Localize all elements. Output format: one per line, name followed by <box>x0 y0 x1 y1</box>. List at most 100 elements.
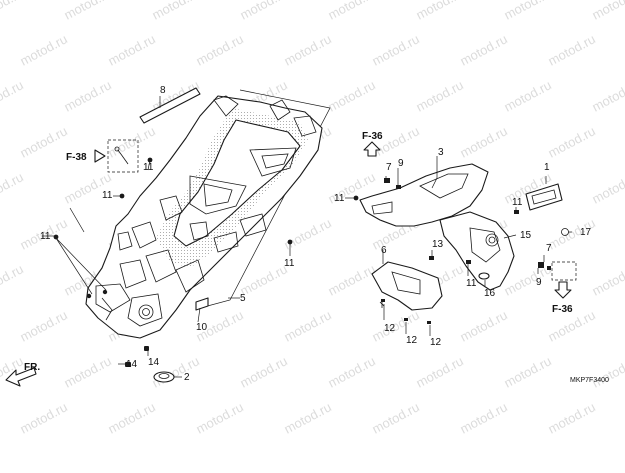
callout-4: 11 <box>284 258 295 269</box>
bolt-hole <box>53 234 59 240</box>
nut <box>538 262 544 268</box>
watermark-text: motod.ru <box>325 261 377 298</box>
watermark-text: motod.ru <box>369 399 421 436</box>
reference-box <box>551 261 577 281</box>
bolt <box>384 178 390 183</box>
license-bracket-assembly <box>353 163 569 324</box>
callout-22: 7 <box>546 243 552 254</box>
watermark-text: motod.ru <box>589 261 625 298</box>
watermark-text: motod.ru <box>325 77 377 114</box>
callout-21: 17 <box>580 227 592 238</box>
front-arrow-icon <box>5 367 37 387</box>
bolt-hole <box>102 289 108 295</box>
callout-17: 16 <box>484 288 496 299</box>
callout-10: 3 <box>438 147 444 158</box>
watermark-text: motod.ru <box>369 31 421 68</box>
bracket-line <box>69 207 85 233</box>
watermark-text: motod.ru <box>413 353 465 390</box>
watermark-text: motod.ru <box>17 123 69 160</box>
watermark-text: motod.ru <box>61 169 113 206</box>
callout-6: 14 <box>148 357 160 368</box>
watermark-text: motod.ru <box>589 169 625 206</box>
watermark-text: motod.ru <box>457 307 509 344</box>
watermark-text: motod.ru <box>0 77 26 114</box>
watermark-text: motod.ru <box>281 31 333 68</box>
callout-14: 13 <box>432 239 444 250</box>
bolt-hole <box>119 193 125 199</box>
watermark-text: motod.ru <box>281 215 333 252</box>
callout-13: 7 <box>386 162 392 173</box>
callout-24: 12 <box>384 323 396 334</box>
watermark-text: motod.ru <box>237 0 289 23</box>
nut <box>514 210 519 214</box>
callout-23: 9 <box>536 277 542 288</box>
watermark-text: motod.ru <box>149 0 201 23</box>
watermark-text: motod.ru <box>0 353 26 390</box>
nut <box>547 266 551 270</box>
nut <box>396 185 401 189</box>
watermark-text: motod.ru <box>545 31 597 68</box>
leader-lines-right <box>345 156 577 336</box>
bolt-hole <box>353 195 359 201</box>
watermark-text: motod.ru <box>105 31 157 68</box>
watermark-layer: motod.ru motod.ru motod.ru motod.ru motod.ru… <box>0 0 625 437</box>
watermark-text: motod.ru <box>0 0 26 23</box>
washer <box>478 272 490 280</box>
watermark-text: motod.ru <box>545 399 597 436</box>
callout-2: 11 <box>143 162 154 173</box>
callout-12: 11 <box>334 193 345 204</box>
watermark-text: motod.ru <box>413 0 465 23</box>
fender-inner-wall <box>173 119 301 247</box>
callout-18: 11 <box>466 278 477 289</box>
callout-19: 1 <box>544 162 550 173</box>
reference-label: F-38 <box>66 152 87 163</box>
watermark-text: motod.ru <box>237 353 289 390</box>
screw <box>404 318 408 321</box>
watermark-text: motod.ru <box>193 31 245 68</box>
callout-20: 11 <box>512 197 523 208</box>
watermark-text: motod.ru <box>325 353 377 390</box>
screw <box>381 299 385 302</box>
reference-arrows <box>5 141 572 387</box>
callout-15: 6 <box>381 245 387 256</box>
watermark-text: motod.ru <box>281 307 333 344</box>
callout-8: 10 <box>196 322 208 333</box>
arrow-left-icon <box>94 149 106 163</box>
watermark-text: motod.ru <box>457 123 509 160</box>
bolt-hole <box>86 293 92 299</box>
watermark-text: motod.ru <box>413 77 465 114</box>
callout-3: 11 <box>40 231 51 242</box>
watermark-text: motod.ru <box>501 0 553 23</box>
watermark-text: motod.ru <box>17 307 69 344</box>
watermark-text: motod.ru <box>105 399 157 436</box>
callout-5: 14 <box>126 359 138 370</box>
screw <box>427 321 431 324</box>
nut <box>144 346 149 351</box>
watermark-text: motod.ru <box>17 31 69 68</box>
watermark-text: motod.ru <box>501 353 553 390</box>
nut <box>125 362 131 367</box>
arrow-up-icon <box>363 141 381 157</box>
callout-9: 5 <box>240 293 246 304</box>
watermark-text: motod.ru <box>61 77 113 114</box>
bolt-hole <box>287 239 293 245</box>
watermark-text: motod.ru <box>61 353 113 390</box>
lower-bracket <box>371 261 443 311</box>
diagram-code: MKP7F3400 <box>570 377 609 384</box>
arrow-down-icon <box>554 281 572 299</box>
callout-25: 12 <box>406 335 418 346</box>
watermark-text: motod.ru <box>545 123 597 160</box>
watermark-text: motod.ru <box>457 399 509 436</box>
watermark-text: motod.ru <box>589 0 625 23</box>
seal-strip <box>139 87 201 124</box>
reference-label: F-36 <box>362 131 383 142</box>
reference-label: F-36 <box>552 304 573 315</box>
watermark-text: motod.ru <box>589 77 625 114</box>
reference-box <box>107 139 139 173</box>
bracket-arm <box>439 211 515 291</box>
callout-16: 15 <box>520 230 532 241</box>
callout-1: 11 <box>102 190 113 201</box>
watermark-text: motod.ru <box>325 0 377 23</box>
